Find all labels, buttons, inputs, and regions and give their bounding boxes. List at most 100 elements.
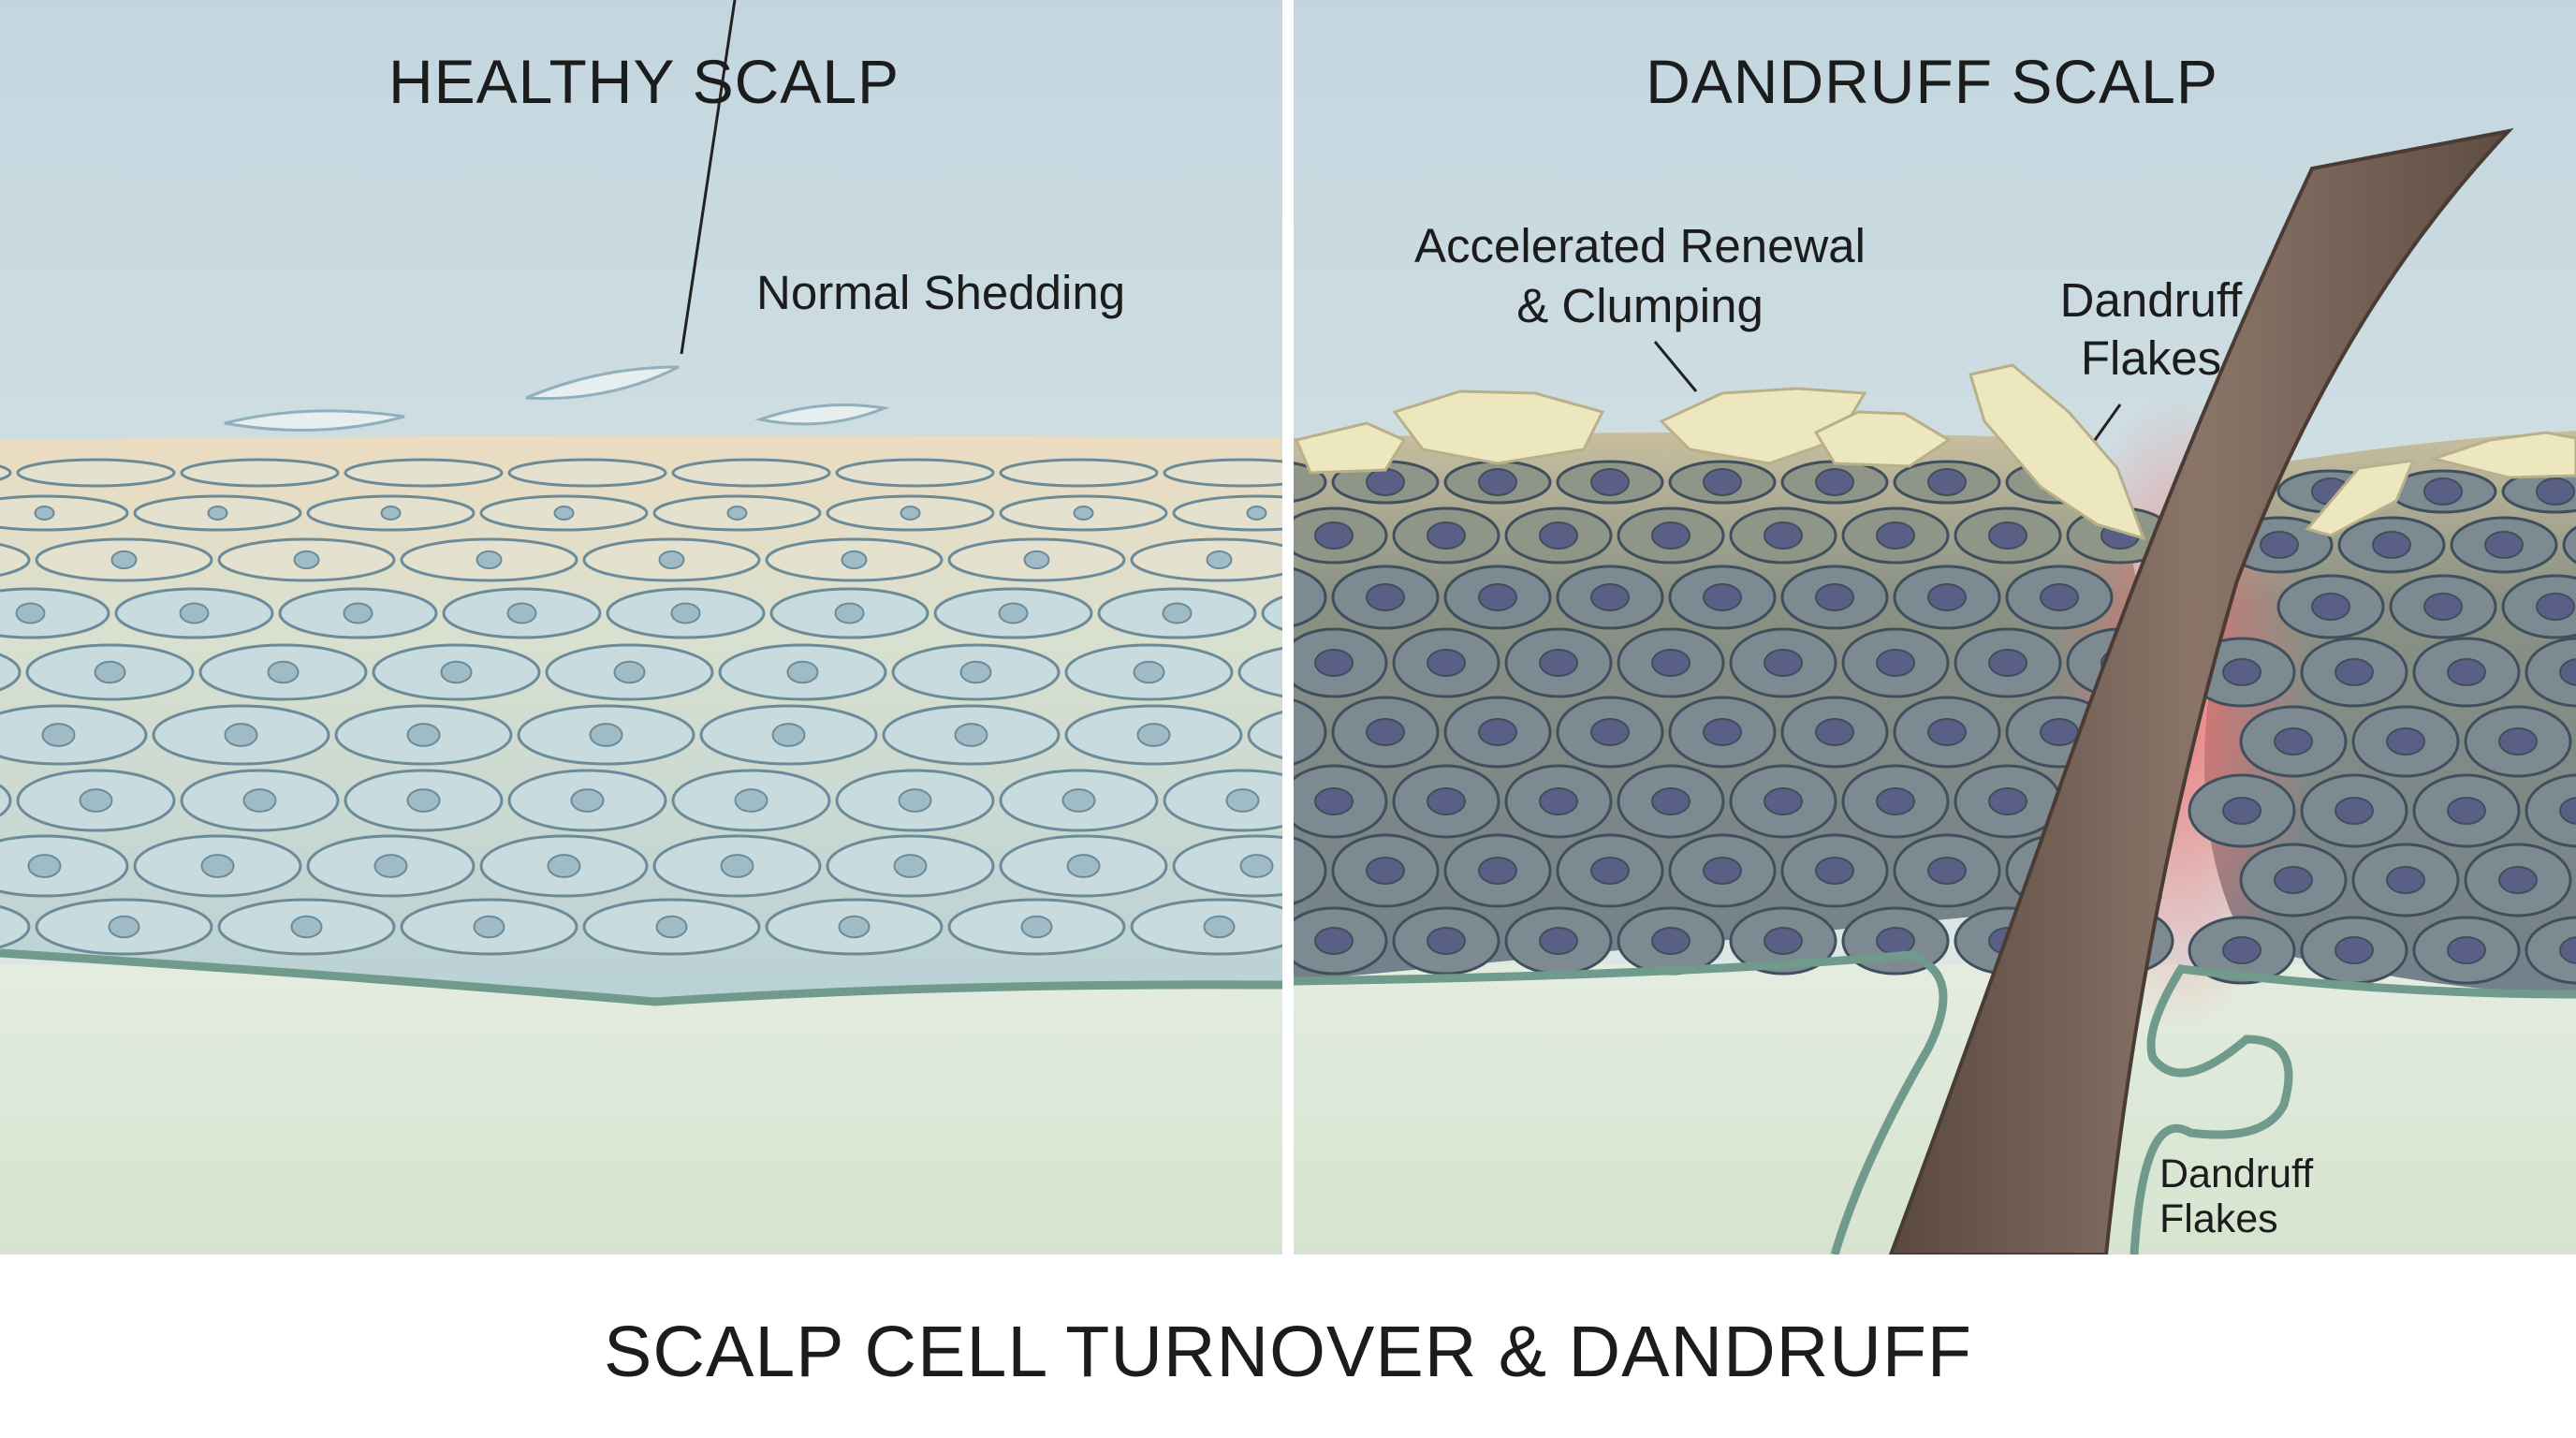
cell-nucleus bbox=[1246, 506, 1267, 521]
skin-cell bbox=[2525, 916, 2576, 985]
cell-nucleus bbox=[1427, 649, 1466, 677]
skin-cell bbox=[0, 834, 129, 898]
cell-nucleus bbox=[1366, 718, 1405, 746]
flakes-pointer bbox=[2093, 404, 2122, 441]
cell-nucleus bbox=[1206, 550, 1233, 570]
cell-nucleus bbox=[2260, 531, 2299, 559]
cell-nucleus bbox=[2372, 531, 2411, 559]
cell-nucleus bbox=[440, 660, 473, 684]
cell-nucleus bbox=[1703, 583, 1742, 611]
cell-nucleus bbox=[1478, 468, 1517, 496]
cell-nucleus bbox=[200, 854, 235, 878]
dandruff-basement-membrane-right bbox=[2130, 964, 2576, 1255]
cell-nucleus bbox=[293, 550, 320, 570]
cell-nucleus bbox=[1478, 718, 1517, 746]
skin-cell bbox=[1294, 836, 1327, 905]
cell-nucleus bbox=[2386, 727, 2425, 756]
cell-nucleus bbox=[898, 788, 932, 813]
cell-nucleus bbox=[959, 660, 992, 684]
cell-nucleus bbox=[34, 506, 55, 521]
cell-nucleus bbox=[954, 723, 988, 747]
cell-nucleus bbox=[771, 723, 806, 747]
cell-nucleus bbox=[473, 915, 505, 939]
cell-nucleus bbox=[2447, 936, 2486, 964]
dandruff-panel bbox=[1294, 0, 2576, 1255]
cell-nucleus bbox=[290, 915, 323, 939]
cell-nucleus bbox=[267, 660, 300, 684]
cell-nucleus bbox=[1876, 521, 1915, 550]
cell-nucleus bbox=[2222, 797, 2261, 825]
cell-nucleus bbox=[1927, 468, 1967, 496]
cell-nucleus bbox=[2423, 593, 2463, 621]
cell-nucleus bbox=[373, 854, 408, 878]
cell-nucleus bbox=[1203, 915, 1236, 939]
cell-nucleus bbox=[1703, 718, 1742, 746]
cell-nucleus bbox=[1815, 857, 1854, 885]
healthy-dermis bbox=[0, 964, 1282, 1255]
cell-nucleus bbox=[658, 550, 685, 570]
cell-nucleus bbox=[547, 854, 581, 878]
cell-nucleus bbox=[108, 915, 140, 939]
cell-nucleus bbox=[1133, 660, 1165, 684]
cell-nucleus bbox=[2222, 658, 2261, 686]
cell-nucleus bbox=[94, 660, 126, 684]
cell-nucleus bbox=[2559, 658, 2576, 686]
cell-nucleus bbox=[1590, 718, 1630, 746]
cell-nucleus bbox=[207, 506, 228, 521]
cell-nucleus bbox=[1478, 857, 1517, 885]
skin-cell bbox=[2525, 637, 2576, 708]
cell-nucleus bbox=[589, 723, 623, 747]
cell-nucleus bbox=[1073, 506, 1094, 521]
healthy-basement-membrane bbox=[0, 948, 1282, 1006]
cell-nucleus bbox=[1314, 649, 1354, 677]
cell-nucleus bbox=[2311, 593, 2350, 621]
cell-nucleus bbox=[406, 788, 441, 813]
skin-cell bbox=[671, 458, 831, 488]
cell-nucleus bbox=[110, 550, 138, 570]
cell-nucleus bbox=[2274, 727, 2313, 756]
cell-nucleus bbox=[1764, 927, 1803, 955]
normal-shedding-label: Normal Shedding bbox=[756, 266, 1125, 319]
skin-cell bbox=[1237, 647, 1282, 697]
cell-nucleus bbox=[1764, 521, 1803, 550]
cell-nucleus bbox=[2447, 797, 2486, 825]
cell-nucleus bbox=[1703, 857, 1742, 885]
shed-cell bbox=[525, 365, 680, 401]
skin-cell bbox=[0, 543, 31, 577]
cell-nucleus bbox=[1061, 788, 1096, 813]
skin-cell bbox=[1261, 595, 1282, 631]
cell-nucleus bbox=[1136, 723, 1171, 747]
dandruff-title: DANDRUFF SCALP bbox=[1646, 47, 2218, 116]
cell-nucleus bbox=[838, 915, 871, 939]
cell-nucleus bbox=[2040, 718, 2079, 746]
cell-nucleus bbox=[242, 788, 277, 813]
skin-cell bbox=[0, 904, 31, 949]
cell-nucleus bbox=[786, 660, 819, 684]
cell-nucleus bbox=[998, 602, 1029, 624]
skin-cell bbox=[0, 494, 129, 532]
cell-nucleus bbox=[1066, 854, 1101, 878]
cell-nucleus bbox=[1590, 583, 1630, 611]
renewal-pointer bbox=[1653, 341, 1698, 392]
cell-nucleus bbox=[1651, 787, 1690, 815]
cell-nucleus bbox=[1764, 787, 1803, 815]
cell-nucleus bbox=[2559, 797, 2576, 825]
healthy-cell-layer bbox=[0, 458, 1282, 956]
cell-nucleus bbox=[1478, 583, 1517, 611]
skin-cell bbox=[1294, 567, 1327, 627]
cell-nucleus bbox=[1539, 927, 1578, 955]
skin-cell bbox=[180, 458, 340, 488]
accelerated-renewal-label-line2: & Clumping bbox=[1516, 279, 1764, 332]
cell-nucleus bbox=[506, 602, 537, 624]
dandruff-basement-membrane bbox=[1294, 950, 1948, 1255]
cell-nucleus bbox=[1590, 857, 1630, 885]
cell-nucleus bbox=[1876, 787, 1915, 815]
cell-nucleus bbox=[1239, 854, 1274, 878]
cell-nucleus bbox=[1988, 521, 2027, 550]
skin-cell bbox=[1163, 769, 1282, 832]
cell-nucleus bbox=[2559, 936, 2576, 964]
cell-nucleus bbox=[1815, 468, 1854, 496]
cell-nucleus bbox=[720, 854, 754, 878]
cell-nucleus bbox=[2274, 866, 2313, 894]
